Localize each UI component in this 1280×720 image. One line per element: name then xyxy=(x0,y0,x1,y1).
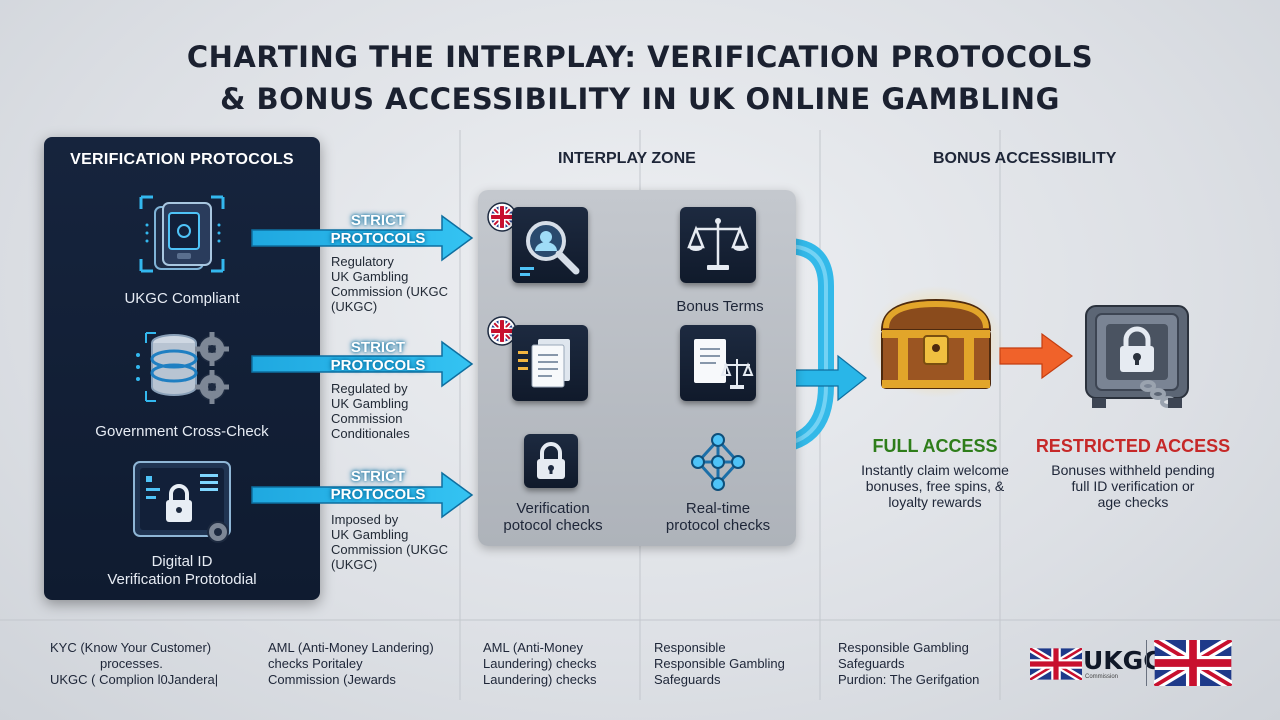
full-access-title: FULL ACCESS xyxy=(872,436,998,456)
footer-2-line-3: Commission (Jewards xyxy=(268,672,396,687)
footer-1-line-1: KYC (Know Your Customer) xyxy=(50,640,212,655)
footer-2-line-2: checks Poritaley xyxy=(268,656,363,671)
note-2-line-1: Regulated by xyxy=(331,381,408,396)
verification-checks-line-1: Verification xyxy=(516,500,590,517)
restricted-desc-line-1: Bonuses withheld pending xyxy=(1051,462,1215,478)
bonus-terms-scales-tile xyxy=(680,207,756,283)
footer-4-line-1: Responsible xyxy=(654,640,726,655)
footer-4-line-3: Safeguards xyxy=(654,672,721,687)
note-1-line-3: Commission (UKGC xyxy=(331,284,449,299)
regulatory-note-1: Regulatory UK Gambling Commission (UKGC … xyxy=(331,254,471,314)
scales-icon xyxy=(687,218,749,270)
strict-line-3a: STRICT xyxy=(350,468,406,485)
restricted-access-description: Bonuses withheld pending full ID verific… xyxy=(1036,462,1230,510)
uk-flag-badge-icon xyxy=(487,316,517,346)
footer-5-line-1: Responsible Gambling xyxy=(838,640,969,655)
full-access-desc-line-2: bonuses, free spins, & xyxy=(865,478,1005,494)
network-nodes-icon xyxy=(691,433,745,491)
full-access-desc-line-3: loyalty rewards xyxy=(888,494,982,510)
strict-line-3b: PROTOCOLS xyxy=(330,486,426,503)
verification-lock-tile xyxy=(524,434,578,488)
terms-document-icon xyxy=(694,339,754,389)
note-1-line-1: Regulatory xyxy=(331,254,394,269)
footer-note-responsible-1: Responsible Responsible Gambling Safegua… xyxy=(654,640,829,688)
strict-line-1b: PROTOCOLS xyxy=(330,230,426,247)
realtime-checks-line-1: Real-time xyxy=(685,500,751,517)
strict-line-2a: STRICT xyxy=(350,339,406,356)
strict-line-2b: PROTOCOLS xyxy=(330,357,426,374)
government-cross-check-label: Government Cross-Check xyxy=(95,423,269,440)
bonus-accessibility-heading: BONUS ACCESSIBILITY xyxy=(933,150,1117,167)
verification-protocols-heading: VERIFICATION PROTOCOLS xyxy=(70,151,294,168)
ukgc-logo-subtext: Commission xyxy=(1085,674,1119,680)
restricted-desc-line-3: age checks xyxy=(1097,494,1169,510)
note-1-line-2: UK Gambling xyxy=(331,269,409,284)
uk-flag-icon xyxy=(1030,648,1082,680)
locked-safe-icon xyxy=(1085,305,1189,408)
terms-document-tile xyxy=(680,325,756,401)
regulatory-note-2: Regulated by UK Gambling Commission Cond… xyxy=(331,381,471,441)
documents-icon xyxy=(518,339,570,388)
footer-note-kyc: KYC (Know Your Customer) processes. UKGC… xyxy=(50,640,225,688)
note-2-line-2: UK Gambling xyxy=(331,396,409,411)
footer-4-line-2: Responsible Gambling xyxy=(654,656,785,671)
verification-checks-line-2: potocol checks xyxy=(503,517,603,534)
strict-line-1a: STRICT xyxy=(350,212,406,229)
footer-5-line-3: Purdion: The Gerifgation xyxy=(838,672,980,687)
footer-1-line-2: processes. xyxy=(100,656,163,671)
strict-protocols-label-1: STRICT PROTOCOLS xyxy=(323,212,433,248)
digital-id-label-line-1: Digital ID xyxy=(151,553,213,570)
footer-3-line-3: Laundering) checks xyxy=(483,672,597,687)
treasure-chest-icon xyxy=(868,286,1004,398)
footer-note-responsible-2: Responsible Gambling Safeguards Purdion:… xyxy=(838,640,1013,688)
digital-id-label: Digital ID Verification Prototodial xyxy=(44,553,320,589)
footer-note-aml-1: AML (Anti-Money Landering) checks Porita… xyxy=(268,640,443,688)
identity-search-tile xyxy=(512,207,588,283)
magnifier-user-icon xyxy=(520,221,580,276)
footer-5-line-2: Safeguards xyxy=(838,656,905,671)
note-1-line-4: (UKGC) xyxy=(331,299,378,314)
padlock-icon xyxy=(537,442,565,479)
title-line-2: & BONUS ACCESSIBILITY IN UK ONLINE GAMBL… xyxy=(220,82,1060,116)
strict-protocols-label-3: STRICT PROTOCOLS xyxy=(323,468,433,504)
note-3-line-2: UK Gambling xyxy=(331,527,409,542)
realtime-checks-label: Real-time protocol checks xyxy=(658,500,778,534)
note-3-line-1: Imposed by xyxy=(331,512,399,527)
interplay-zone-heading: INTERPLAY ZONE xyxy=(558,150,696,167)
verification-checks-label: Verification potocol checks xyxy=(494,500,612,534)
ukgc-compliant-label: UKGC Compliant xyxy=(124,290,240,307)
bonus-terms-label: Bonus Terms xyxy=(676,298,764,315)
database-gears-icon xyxy=(128,315,238,415)
realtime-checks-line-2: protocol checks xyxy=(665,517,771,534)
note-2-line-4: Conditionales xyxy=(331,426,410,441)
note-3-line-4: (UKGC) xyxy=(331,557,378,572)
restricted-access-title: RESTRICTED ACCESS xyxy=(1035,436,1231,456)
digital-id-label-line-2: Verification Prototodial xyxy=(107,571,257,588)
digital-id-lock-icon xyxy=(130,454,240,554)
note-3-line-3: Commission (UKGC xyxy=(331,542,449,557)
full-access-description: Instantly claim welcome bonuses, free sp… xyxy=(840,462,1030,510)
page-title: CHARTING THE INTERPLAY: VERIFICATION PRO… xyxy=(0,36,1280,120)
footer-3-line-2: Laundering) checks xyxy=(483,656,597,671)
regulatory-note-3: Imposed by UK Gambling Commission (UKGC … xyxy=(331,512,471,572)
ukgc-logo-text: UKGC xyxy=(1083,646,1162,675)
title-line-1: CHARTING THE INTERPLAY: VERIFICATION PRO… xyxy=(186,40,1094,74)
footer-3-line-1: AML (Anti-Money xyxy=(483,640,583,655)
footer-2-line-1: AML (Anti-Money Landering) xyxy=(268,640,434,655)
note-2-line-3: Commission xyxy=(331,411,403,426)
documents-tile xyxy=(512,325,588,401)
footer-1-line-3: UKGC ( Complion l0Jandera| xyxy=(50,672,219,687)
strict-protocols-label-2: STRICT PROTOCOLS xyxy=(323,339,433,375)
footer-note-aml-2: AML (Anti-Money Laundering) checks Laund… xyxy=(483,640,658,688)
uk-flag-large-icon xyxy=(1154,640,1232,686)
id-card-icon xyxy=(127,189,237,279)
full-access-desc-line-1: Instantly claim welcome xyxy=(861,462,1009,478)
logo-divider xyxy=(1146,640,1147,686)
restricted-desc-line-2: full ID verification or xyxy=(1071,478,1195,494)
